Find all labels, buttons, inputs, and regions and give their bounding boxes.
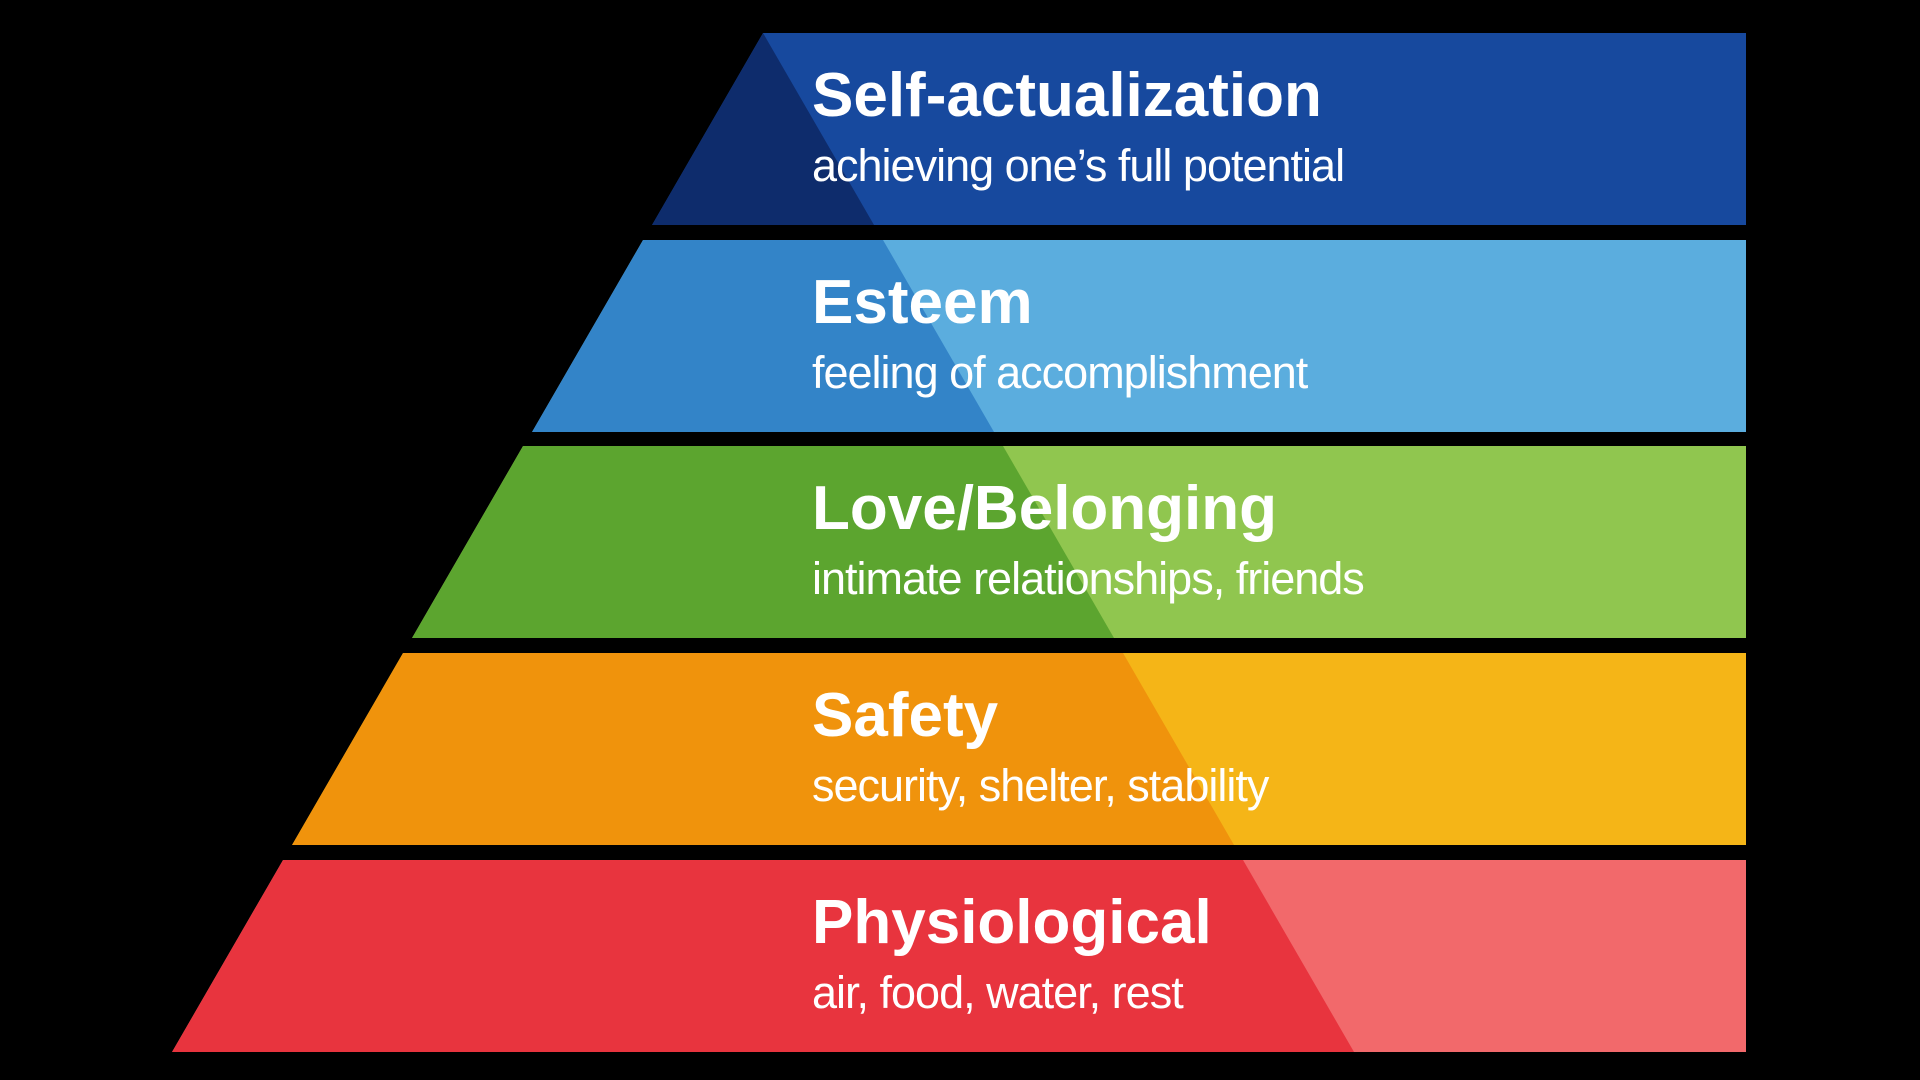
pyramid-level-safety: Safety security, shelter, stability <box>292 653 1746 845</box>
pyramid-level-physiological: Physiological air, food, water, rest <box>172 860 1746 1052</box>
pyramid-left-facet <box>292 653 1234 845</box>
level-subtitle: feeling of accomplishment <box>812 347 1308 398</box>
level-text-block: Love/Belonging intimate relationships, f… <box>812 474 1365 604</box>
pyramid-left-facet <box>412 446 1114 638</box>
level-subtitle: achieving one’s full potential <box>812 140 1345 191</box>
level-title: Safety <box>812 681 999 750</box>
pyramid-level-self-actualization: Self-actualization achieving one’s full … <box>652 33 1746 225</box>
pyramid-level-esteem: Esteem feeling of accomplishment <box>532 240 1746 432</box>
level-text-block: Self-actualization achieving one’s full … <box>812 61 1345 191</box>
level-text-block: Physiological air, food, water, rest <box>812 890 1212 1018</box>
level-title: Physiological <box>812 888 1212 957</box>
level-title: Love/Belonging <box>812 474 1277 543</box>
level-subtitle: air, food, water, rest <box>812 967 1184 1018</box>
pyramid-left-facet <box>172 860 1354 1052</box>
level-title: Esteem <box>812 268 1033 337</box>
level-text-block: Esteem feeling of accomplishment <box>812 268 1308 398</box>
level-title: Self-actualization <box>812 61 1322 130</box>
level-subtitle: intimate relationships, friends <box>812 553 1365 604</box>
level-text-block: Safety security, shelter, stability <box>812 681 1269 811</box>
pyramid-level-love-belonging: Love/Belonging intimate relationships, f… <box>412 446 1746 638</box>
level-subtitle: security, shelter, stability <box>812 760 1269 811</box>
